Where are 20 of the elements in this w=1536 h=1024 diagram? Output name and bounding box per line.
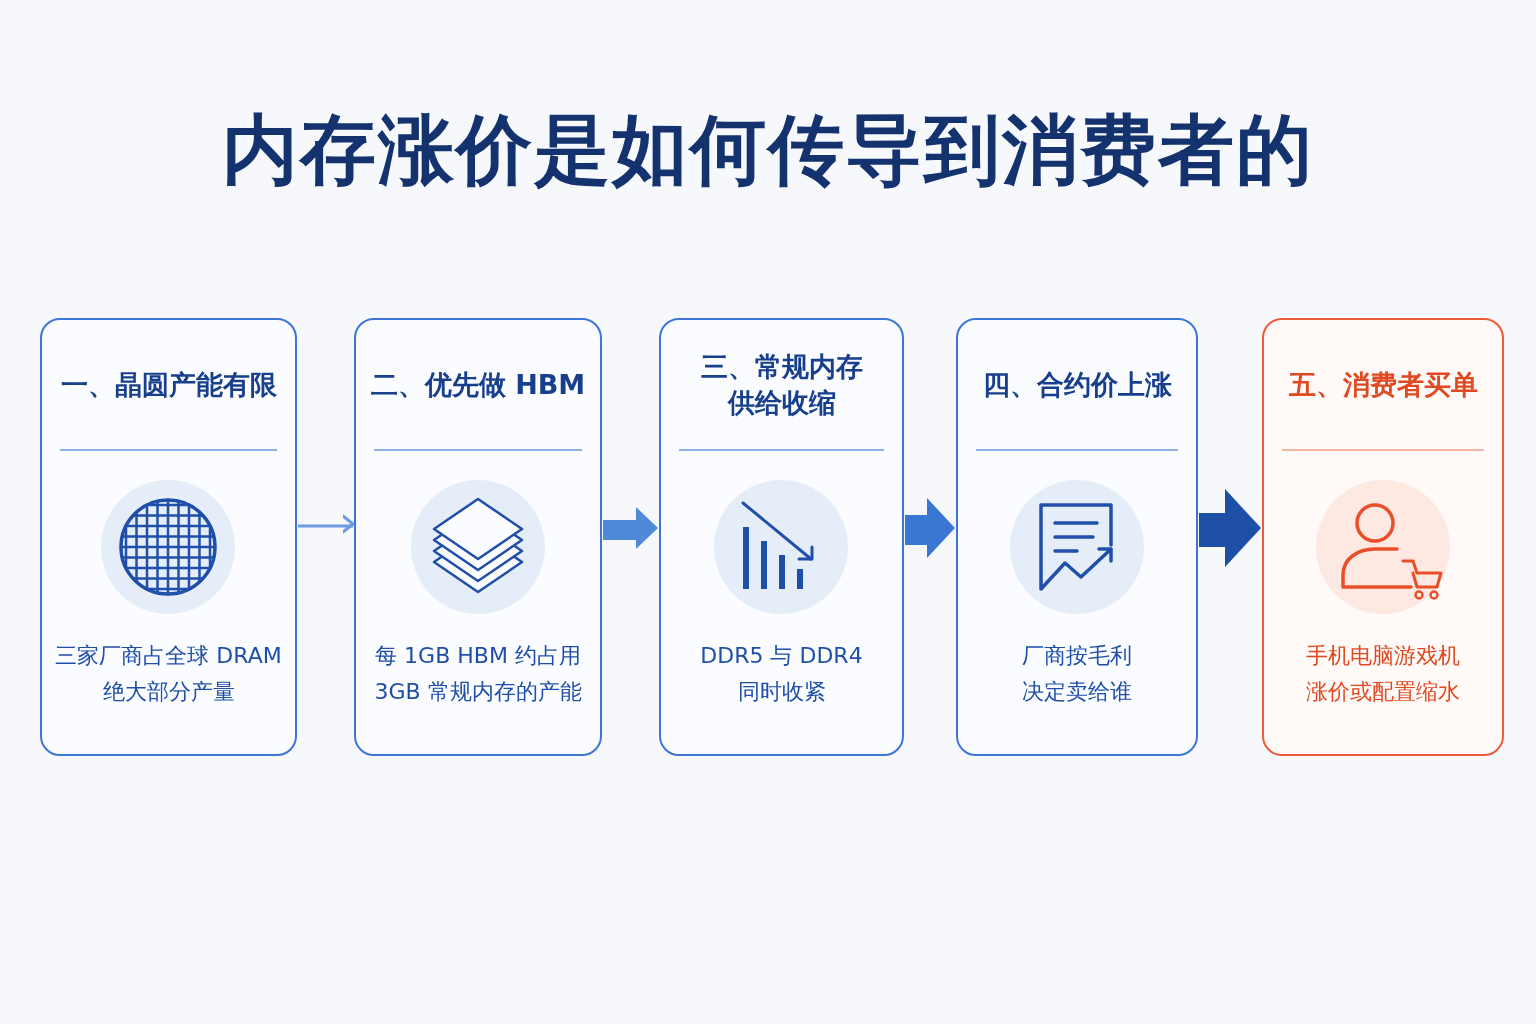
step-card [659, 318, 904, 756]
block-arrow [905, 498, 955, 558]
step-card [40, 318, 297, 756]
card-text: 厂商按毛利决定卖给谁 [1021, 642, 1133, 706]
card-text: DDR5 与 DDR4同时收紧 [699, 642, 864, 706]
arrow [298, 514, 355, 534]
block-arrow [1199, 489, 1261, 567]
card-heading: 三、常规内存供给收缩 [699, 350, 864, 420]
step-card [354, 318, 602, 756]
card-text: 每 1GB HBM 约占用 3GB 常规内存的产能 [373, 642, 583, 706]
card-text: 三家厂商占全球 DRAM 绝大部分产量 [54, 642, 283, 706]
card-heading: 一、晶圆产能有限 [60, 368, 277, 402]
step-card [956, 318, 1198, 756]
card-heading: 五、消费者买单 [1288, 368, 1478, 402]
card-heading: 二、优先做 HBM [370, 368, 586, 402]
block-arrow [603, 507, 658, 549]
title: 内存涨价是如何传导到消费者的 [222, 104, 1314, 196]
card-text: 手机电脑游戏机涨价或配置缩水 [1305, 642, 1461, 706]
step-card [1262, 318, 1504, 756]
card-heading: 四、合约价上涨 [982, 368, 1172, 402]
